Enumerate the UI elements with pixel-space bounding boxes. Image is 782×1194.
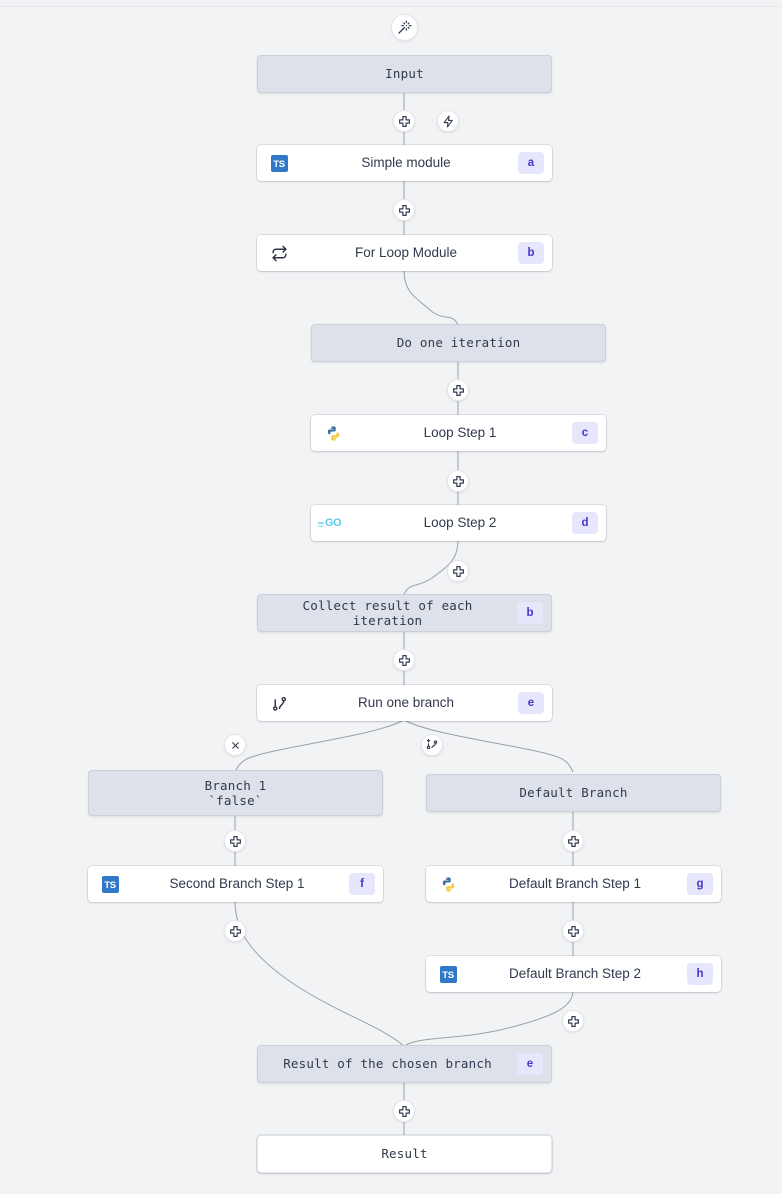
plus-icon bbox=[567, 925, 579, 937]
add-step-in-default-branch-button[interactable] bbox=[562, 830, 584, 852]
python-icon bbox=[433, 876, 463, 893]
node-branch-1-label: Branch 1 `false` bbox=[204, 777, 267, 808]
node-do-one-iteration-label: Do one iteration bbox=[396, 335, 521, 351]
top-divider bbox=[0, 6, 782, 7]
node-result[interactable]: Result bbox=[257, 1135, 552, 1173]
python-icon bbox=[318, 425, 348, 442]
node-simple-module[interactable]: TS Simple module a bbox=[257, 145, 552, 181]
node-branch-1[interactable]: Branch 1 `false` bbox=[88, 770, 383, 816]
plus-icon bbox=[567, 1015, 579, 1027]
plus-icon bbox=[229, 925, 241, 937]
add-step-before-result-button[interactable] bbox=[393, 1100, 415, 1122]
node-default-branch-step-2-badge: h bbox=[687, 963, 713, 985]
node-result-label: Result bbox=[381, 1146, 428, 1162]
close-icon bbox=[231, 741, 239, 749]
plus-icon bbox=[398, 654, 410, 666]
node-loop-step-2[interactable]: GO Loop Step 2 d bbox=[311, 505, 606, 541]
typescript-icon: TS bbox=[433, 965, 463, 983]
node-run-one-branch-badge: e bbox=[518, 692, 544, 714]
magic-wand-icon bbox=[398, 20, 412, 34]
edge-second-branch-step-1-to-result-chosen bbox=[234, 900, 405, 1047]
add-step-after-input-button[interactable] bbox=[393, 110, 415, 132]
node-result-chosen-branch-badge: e bbox=[517, 1053, 543, 1075]
node-run-one-branch-label: Run one branch bbox=[357, 694, 455, 710]
go-icon: GO bbox=[317, 517, 342, 529]
plus-icon bbox=[398, 1105, 410, 1117]
plus-icon bbox=[452, 475, 464, 487]
node-collect-result-badge: b bbox=[517, 602, 543, 624]
add-step-after-simple-module-button[interactable] bbox=[393, 199, 415, 221]
node-default-branch-step-1[interactable]: Default Branch Step 1 g bbox=[426, 866, 721, 902]
node-default-branch-step-2[interactable]: TS Default Branch Step 2 h bbox=[426, 956, 721, 992]
edge-run-one-branch-to-branch-1 bbox=[234, 719, 405, 773]
edge-for-loop-to-do-one-iteration bbox=[403, 268, 459, 326]
add-trigger-button[interactable] bbox=[437, 110, 459, 132]
plus-icon bbox=[567, 835, 579, 847]
plus-icon bbox=[452, 384, 464, 396]
add-step-in-branch-1-button[interactable] bbox=[224, 830, 246, 852]
node-loop-step-1-badge: c bbox=[572, 422, 598, 444]
node-collect-result-label: Collect result of each iteration bbox=[302, 597, 473, 628]
branch-icon bbox=[264, 695, 294, 712]
node-default-branch-step-1-label: Default Branch Step 1 bbox=[508, 875, 642, 891]
node-input-label: Input bbox=[385, 66, 424, 82]
node-collect-result[interactable]: Collect result of each iteration b bbox=[257, 594, 552, 632]
plus-icon bbox=[229, 835, 241, 847]
node-for-loop-module-label: For Loop Module bbox=[354, 244, 458, 260]
add-step-after-default-branch-step-1-button[interactable] bbox=[562, 920, 584, 942]
python-logo bbox=[327, 425, 339, 441]
node-second-branch-step-1[interactable]: TS Second Branch Step 1 f bbox=[88, 866, 383, 902]
node-input[interactable]: Input bbox=[257, 55, 552, 93]
magic-wand-button[interactable] bbox=[391, 14, 418, 41]
add-step-after-collect-result-button[interactable] bbox=[393, 649, 415, 671]
add-branch-button[interactable] bbox=[421, 734, 443, 756]
node-simple-module-badge: a bbox=[518, 152, 544, 174]
node-result-chosen-branch[interactable]: Result of the chosen branch e bbox=[257, 1045, 552, 1083]
node-for-loop-module[interactable]: For Loop Module b bbox=[257, 235, 552, 271]
add-branch-icon bbox=[426, 738, 438, 750]
typescript-icon: TS bbox=[264, 154, 294, 172]
add-step-after-loop-step-2-button[interactable] bbox=[447, 560, 469, 582]
node-loop-step-2-badge: d bbox=[572, 512, 598, 534]
node-default-branch[interactable]: Default Branch bbox=[426, 774, 721, 812]
python-logo bbox=[442, 876, 454, 892]
add-step-between-loop-steps-button[interactable] bbox=[447, 470, 469, 492]
plus-icon bbox=[398, 204, 410, 216]
add-step-after-second-branch-step-1-button[interactable] bbox=[224, 920, 246, 942]
node-second-branch-step-1-label: Second Branch Step 1 bbox=[169, 875, 305, 891]
lightning-bolt-icon bbox=[443, 115, 453, 127]
add-step-in-loop-button[interactable] bbox=[447, 379, 469, 401]
node-run-one-branch[interactable]: Run one branch e bbox=[257, 685, 552, 721]
node-loop-step-2-label: Loop Step 2 bbox=[423, 514, 497, 530]
node-result-chosen-branch-label: Result of the chosen branch bbox=[283, 1056, 492, 1072]
plus-icon bbox=[398, 115, 410, 127]
plus-icon bbox=[452, 565, 464, 577]
loop-icon bbox=[264, 245, 294, 262]
add-step-after-default-branch-step-2-button[interactable] bbox=[562, 1010, 584, 1032]
typescript-icon: TS bbox=[95, 875, 125, 893]
node-second-branch-step-1-badge: f bbox=[349, 873, 375, 895]
node-default-branch-step-1-badge: g bbox=[687, 873, 713, 895]
node-default-branch-label: Default Branch bbox=[519, 785, 628, 801]
node-loop-step-1[interactable]: Loop Step 1 c bbox=[311, 415, 606, 451]
edge-default-branch-step-2-to-result-chosen bbox=[403, 990, 574, 1047]
node-do-one-iteration[interactable]: Do one iteration bbox=[311, 324, 606, 362]
delete-branch-button[interactable] bbox=[224, 734, 246, 756]
node-default-branch-step-2-label: Default Branch Step 2 bbox=[508, 965, 642, 981]
node-simple-module-label: Simple module bbox=[361, 154, 451, 170]
node-loop-step-1-label: Loop Step 1 bbox=[423, 424, 497, 440]
node-for-loop-module-badge: b bbox=[518, 242, 544, 264]
